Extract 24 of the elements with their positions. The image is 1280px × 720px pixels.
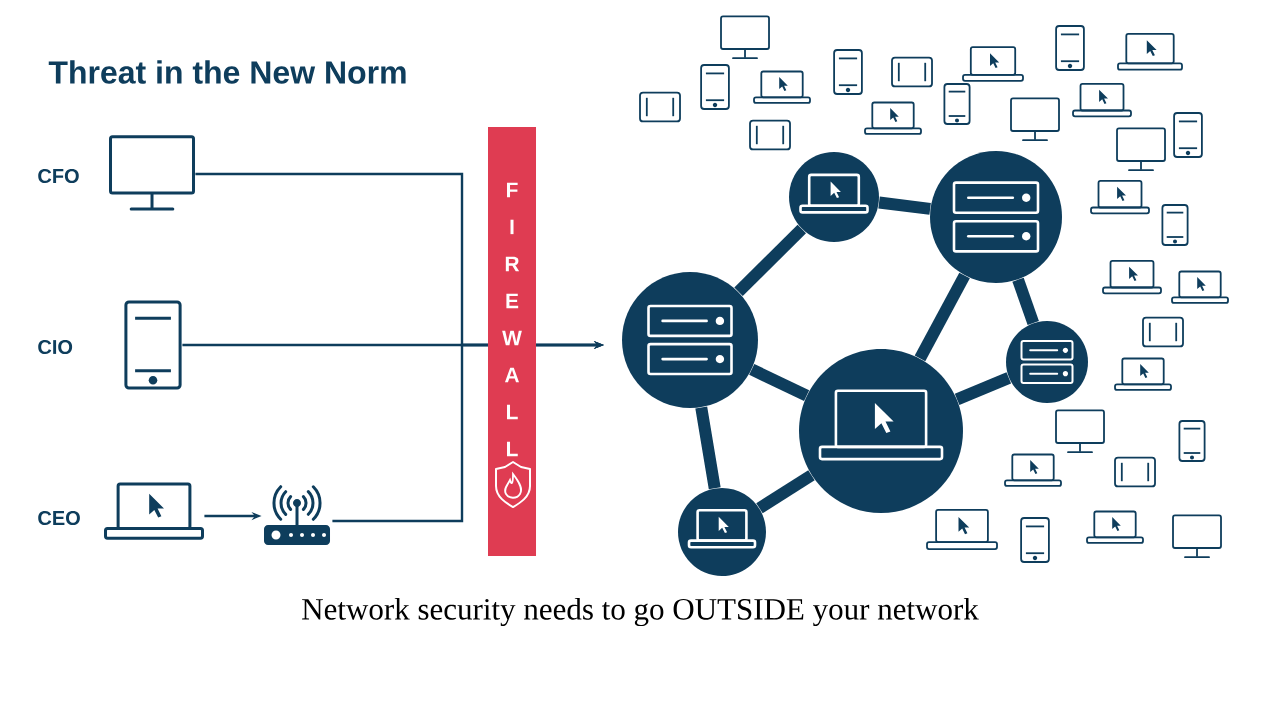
monitor-icon (109, 135, 195, 211)
laptop-circle (799, 349, 963, 513)
tablet-icon (124, 300, 182, 390)
server-circle (622, 272, 758, 408)
router-icon (264, 485, 330, 545)
server-circle (930, 151, 1062, 283)
role-label: CEO (38, 510, 80, 526)
firewall-bar: FIREWALL (488, 127, 536, 556)
connector-line (914, 272, 970, 362)
caption: Network security needs to go OUTSIDE your network (302, 597, 979, 627)
title: Threat in the New Norm (48, 60, 406, 84)
role-label: CIO (38, 339, 73, 355)
connector-line (954, 372, 1012, 405)
connector-line (756, 470, 815, 514)
laptop-icon (104, 482, 204, 540)
connector-line (734, 224, 807, 297)
role-label: CFO (38, 168, 79, 184)
connector-line (695, 406, 721, 490)
server-circle (1006, 321, 1088, 403)
connector-line (749, 364, 810, 401)
connector-line (878, 196, 931, 215)
laptop-circle (789, 152, 879, 242)
laptop-circle (678, 488, 766, 576)
connector-line (1012, 277, 1039, 325)
